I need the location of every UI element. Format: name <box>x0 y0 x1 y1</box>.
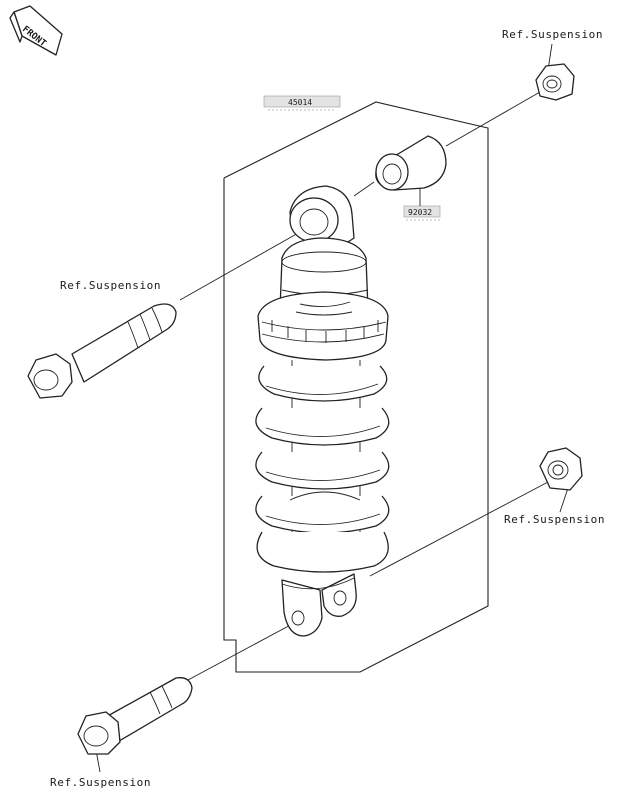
lower-nut <box>539 447 583 491</box>
collar-92032 <box>375 135 447 191</box>
ref-label-bottom-left: Ref.Suspension <box>50 776 151 789</box>
part-label-92032: 92032 <box>403 205 441 221</box>
leader-line <box>187 621 297 681</box>
part-label-45014: 45014 <box>263 95 341 111</box>
leader-line <box>445 91 541 147</box>
shock-absorber <box>255 185 390 637</box>
leader-line <box>369 481 549 577</box>
ref-label-top-right: Ref.Suspension <box>502 28 603 41</box>
upper-nut <box>535 63 575 101</box>
leader-line <box>353 181 375 197</box>
part-number-45014: 45014 <box>288 98 312 107</box>
upper-bolt <box>27 303 177 399</box>
ref-label-left-upper: Ref.Suspension <box>60 279 161 292</box>
part-number-92032: 92032 <box>408 208 432 217</box>
assembly-bracket <box>223 101 489 673</box>
front-arrow-icon: FRONT <box>9 5 63 56</box>
ref-label-right-lower: Ref.Suspension <box>504 513 605 526</box>
lower-bolt <box>77 677 193 755</box>
leader-line <box>179 231 301 301</box>
